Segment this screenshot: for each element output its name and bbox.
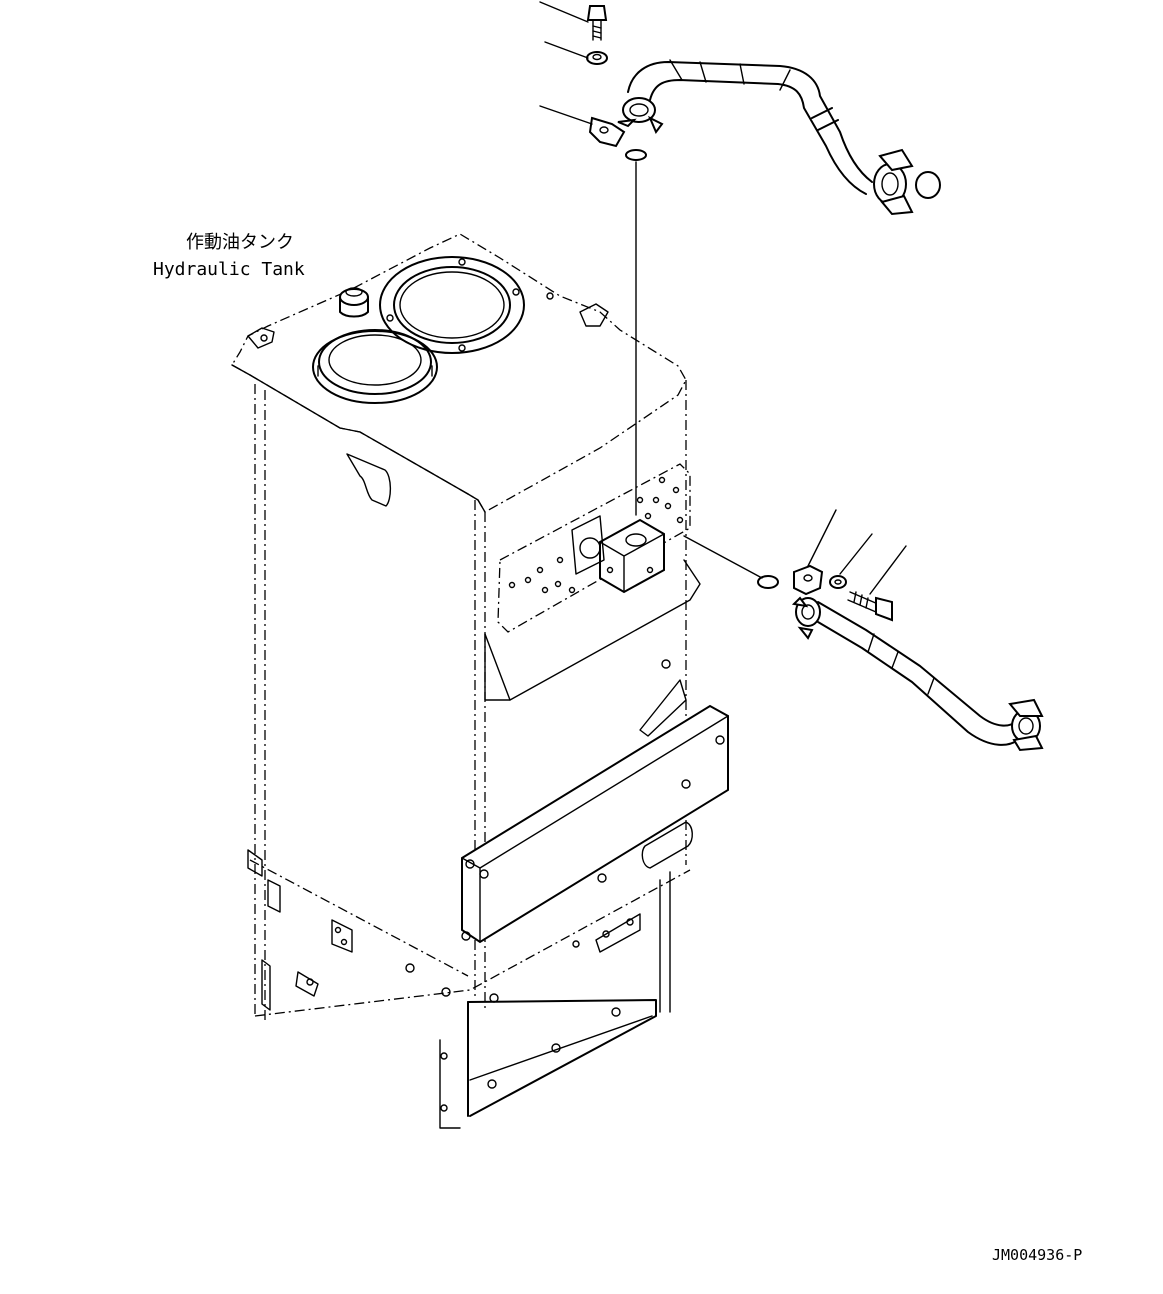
lower-hose: [791, 596, 1044, 752]
top-o-ring: [625, 149, 647, 161]
side-bracket: [484, 559, 701, 737]
leader-line: [869, 545, 907, 595]
drawing-id: JM004936-P: [992, 1246, 1082, 1264]
leader-line: [807, 509, 837, 567]
tank-top-plate: [231, 233, 687, 513]
top-washer: [586, 51, 608, 65]
tank-label-en: Hydraulic Tank: [153, 259, 305, 280]
filter-cover: [312, 329, 438, 404]
mounting-hole: [260, 334, 268, 342]
mounting-tab: [579, 303, 609, 327]
support-beam: [461, 704, 729, 944]
top-split-flange-half: [588, 116, 626, 148]
assembly-centerline: [683, 535, 763, 579]
mounting-tab: [247, 327, 275, 349]
leader-line: [544, 41, 589, 59]
side-washer: [829, 575, 847, 589]
side-split-flange-half: [793, 564, 824, 596]
side-o-ring: [757, 575, 779, 589]
side-bolt: [847, 591, 893, 622]
tank-label-jp: 作動油タンク: [186, 232, 294, 253]
leader-line: [539, 105, 593, 125]
tank-cover-plate: [379, 256, 525, 354]
lower-frame: [247, 849, 671, 1129]
upper-hose: [617, 59, 941, 216]
mounting-hole: [546, 292, 554, 300]
pipe-stub: [641, 821, 693, 869]
top-bolt: [586, 5, 608, 41]
leader-line: [839, 533, 873, 575]
tank-port-block: [497, 463, 691, 633]
leader-line: [539, 1, 589, 23]
bolt: [597, 873, 607, 883]
breather-cap: [339, 287, 369, 318]
